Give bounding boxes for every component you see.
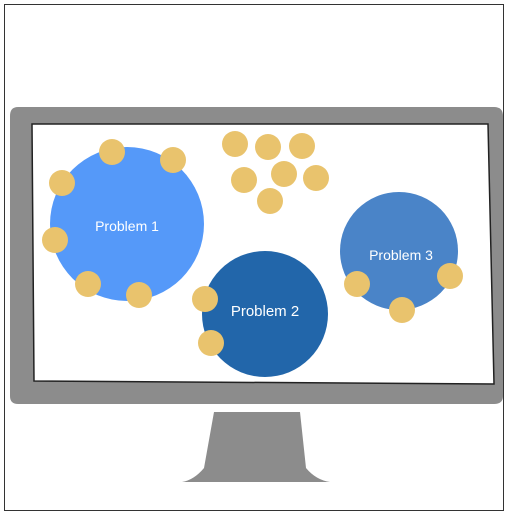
monitor-stand — [182, 412, 330, 482]
problem-3-label: Problem 3 — [369, 247, 433, 263]
dot — [198, 330, 224, 356]
dot — [75, 271, 101, 297]
dot — [222, 131, 248, 157]
problem-2-label: Problem 2 — [231, 303, 299, 320]
dot — [389, 297, 415, 323]
dot — [99, 139, 125, 165]
dot — [289, 133, 315, 159]
dot — [257, 188, 283, 214]
dot — [49, 170, 75, 196]
unassigned-dots-cluster — [222, 131, 329, 214]
problem-1-circle — [50, 147, 204, 301]
dot — [271, 161, 297, 187]
problem-3-group: Problem 3 — [340, 192, 463, 323]
dot — [303, 165, 329, 191]
dot — [192, 286, 218, 312]
dot — [255, 134, 281, 160]
dot — [437, 263, 463, 289]
problem-2-group: Problem 2 — [192, 251, 328, 377]
problem-1-group: Problem 1 — [42, 139, 204, 308]
dot — [231, 167, 257, 193]
dot — [344, 271, 370, 297]
problem-1-label: Problem 1 — [95, 218, 159, 234]
dot — [42, 227, 68, 253]
problem-2-circle — [202, 251, 328, 377]
dot — [160, 147, 186, 173]
dot — [126, 282, 152, 308]
